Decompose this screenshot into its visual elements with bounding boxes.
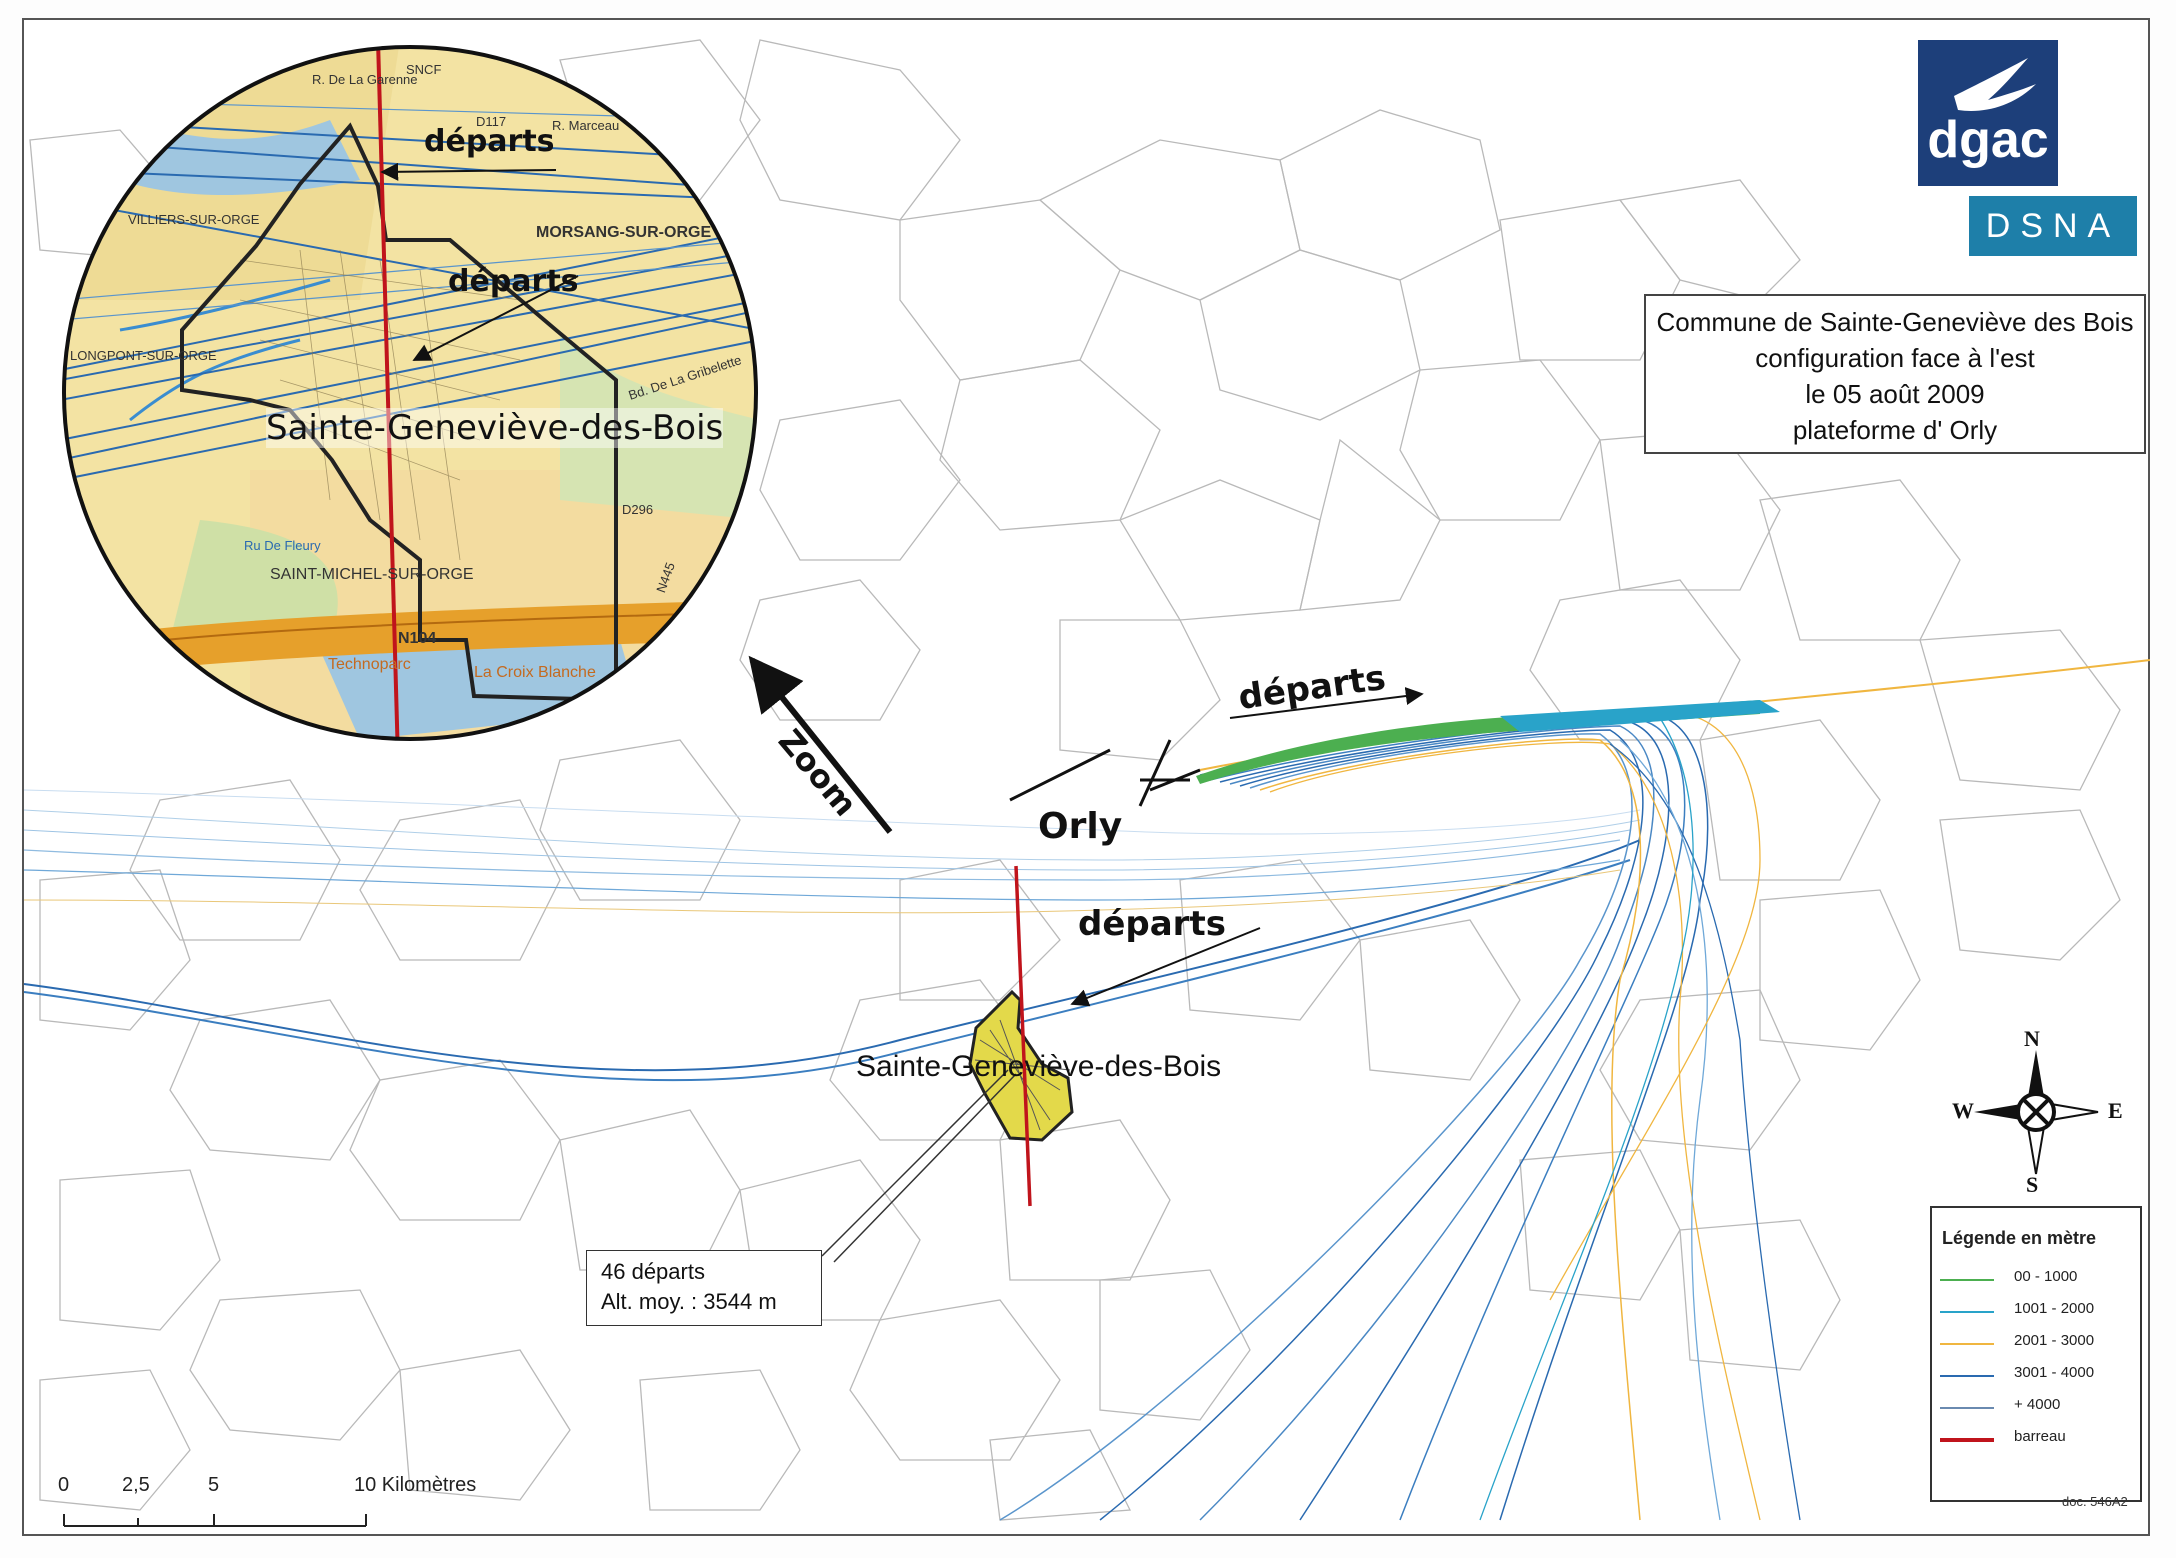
runway-line-3 xyxy=(1149,768,1201,792)
departs-label-main: départs xyxy=(1078,904,1226,944)
runway-marks xyxy=(1009,739,1201,807)
departs-arrow-main xyxy=(1070,927,1261,1007)
zoom-arrow xyxy=(748,655,893,834)
inset-departs-label-2: départs xyxy=(448,264,579,299)
scale-label-2-5: 2,5 xyxy=(122,1474,150,1496)
town-label-main: Sainte-Geneviève-des-Bois xyxy=(856,1050,1222,1083)
document-reference: doc. 546A2 xyxy=(2062,1494,2128,1509)
dgac-logo-text: dgac xyxy=(1927,111,2049,169)
legend-swatch xyxy=(1940,1375,1994,1377)
compass-north: N xyxy=(2024,1026,2040,1051)
map-title-box: Commune de Sainte-Geneviève des Bois con… xyxy=(1644,294,2146,454)
inset-label-croix-blanche: La Croix Blanche xyxy=(474,664,596,681)
legend-label: barreau xyxy=(2014,1428,2066,1445)
legend-box: Légende en mètre 00 - 1000 1001 - 2000 2… xyxy=(1930,1206,2142,1502)
inset-label-longpont: LONGPONT-SUR-ORGE xyxy=(70,348,217,363)
tracks-west xyxy=(23,789,1641,1082)
legend-item: barreau xyxy=(1940,1428,2136,1450)
legend-label: 1001 - 2000 xyxy=(2014,1300,2095,1317)
inset-arrow-1 xyxy=(380,162,557,181)
inset-arrow-2 xyxy=(412,275,579,361)
inset-town-label: Sainte-Geneviève-des-Bois xyxy=(266,408,724,448)
scale-label-0: 0 xyxy=(58,1474,70,1496)
dgac-logo: dgac xyxy=(1918,40,2058,186)
inset-label-d296: D296 xyxy=(622,502,654,517)
legend-swatch xyxy=(1940,1279,1994,1281)
legend-item: 3001 - 4000 xyxy=(1940,1364,2136,1386)
title-line-1: Commune de Sainte-Geneviève des Bois xyxy=(1656,307,2134,337)
legend-swatch xyxy=(1940,1311,1994,1313)
inset-label-d117: D117 xyxy=(476,114,507,129)
title-line-2: configuration face à l'est xyxy=(1755,343,2035,373)
inset-map xyxy=(64,47,756,739)
commune-streets xyxy=(974,1019,1071,1131)
barreau-line xyxy=(1014,865,1032,1207)
departures-info-box: 46 départs Alt. moy. : 3544 m xyxy=(586,1250,822,1326)
inset-label-ru-de-fleury: Ru De Fleury xyxy=(244,538,321,553)
legend-label: 3001 - 4000 xyxy=(2014,1364,2095,1381)
bird-icon xyxy=(1954,58,2036,111)
inset-label-morsang: MORSANG-SUR-ORGE xyxy=(536,224,712,241)
inset-label-technoparc: Technoparc xyxy=(328,656,411,673)
scale-bar xyxy=(63,1514,367,1527)
runway-line-1 xyxy=(1009,748,1111,802)
departs-arrow-east xyxy=(1229,687,1424,719)
dsna-logo: DSNA xyxy=(1969,196,2137,256)
orly-label: Orly xyxy=(1038,806,1123,847)
inset-label-marceau: R. Marceau xyxy=(552,118,620,133)
commune-boundaries xyxy=(29,39,2121,1521)
departures-count: 46 départs xyxy=(601,1259,705,1284)
compass-west: W xyxy=(1952,1098,1974,1123)
legend-label: 2001 - 3000 xyxy=(2014,1332,2095,1349)
departure-band xyxy=(1196,700,1780,784)
title-line-4: plateforme d' Orly xyxy=(1792,415,1998,445)
inset-border xyxy=(62,45,758,741)
legend-item: + 4000 xyxy=(1940,1396,2136,1418)
scale-label-5: 5 xyxy=(208,1474,220,1496)
legend-label: 00 - 1000 xyxy=(2014,1268,2078,1285)
callout-leader-2 xyxy=(833,1073,1017,1263)
title-line-3: le 05 août 2009 xyxy=(1805,379,1985,409)
scale-label-10: 10 Kilomètres xyxy=(354,1474,477,1496)
inset-label-sncf: SNCF xyxy=(406,62,442,77)
legend-title: Légende en mètre xyxy=(1942,1228,2097,1248)
inset-departs-label-1: départs xyxy=(424,124,555,159)
legend-swatch xyxy=(1940,1438,1994,1442)
legend-item: 1001 - 2000 xyxy=(1940,1300,2136,1322)
inset-label-garenne: R. De La Garenne xyxy=(312,72,418,87)
inset-label-saint-michel: SAINT-MICHEL-SUR-ORGE xyxy=(270,566,474,583)
legend-item: 2001 - 3000 xyxy=(1940,1332,2136,1354)
compass-rose xyxy=(1974,1050,2099,1175)
average-altitude: Alt. moy. : 3544 m xyxy=(601,1289,777,1314)
callout-leader-1 xyxy=(821,1069,1009,1257)
compass-south: S xyxy=(2026,1172,2039,1197)
runway-line-2 xyxy=(1138,739,1172,807)
legend-item: 00 - 1000 xyxy=(1940,1268,2136,1290)
inset-label-villiers: VILLIERS-SUR-ORGE xyxy=(128,212,260,227)
legend-swatch xyxy=(1940,1407,1994,1409)
tracks-east xyxy=(999,659,2151,1521)
legend-label: + 4000 xyxy=(2014,1396,2061,1413)
compass-east: E xyxy=(2108,1098,2123,1123)
legend-swatch xyxy=(1940,1343,1994,1345)
inset-label-n104: N104 xyxy=(398,630,437,647)
